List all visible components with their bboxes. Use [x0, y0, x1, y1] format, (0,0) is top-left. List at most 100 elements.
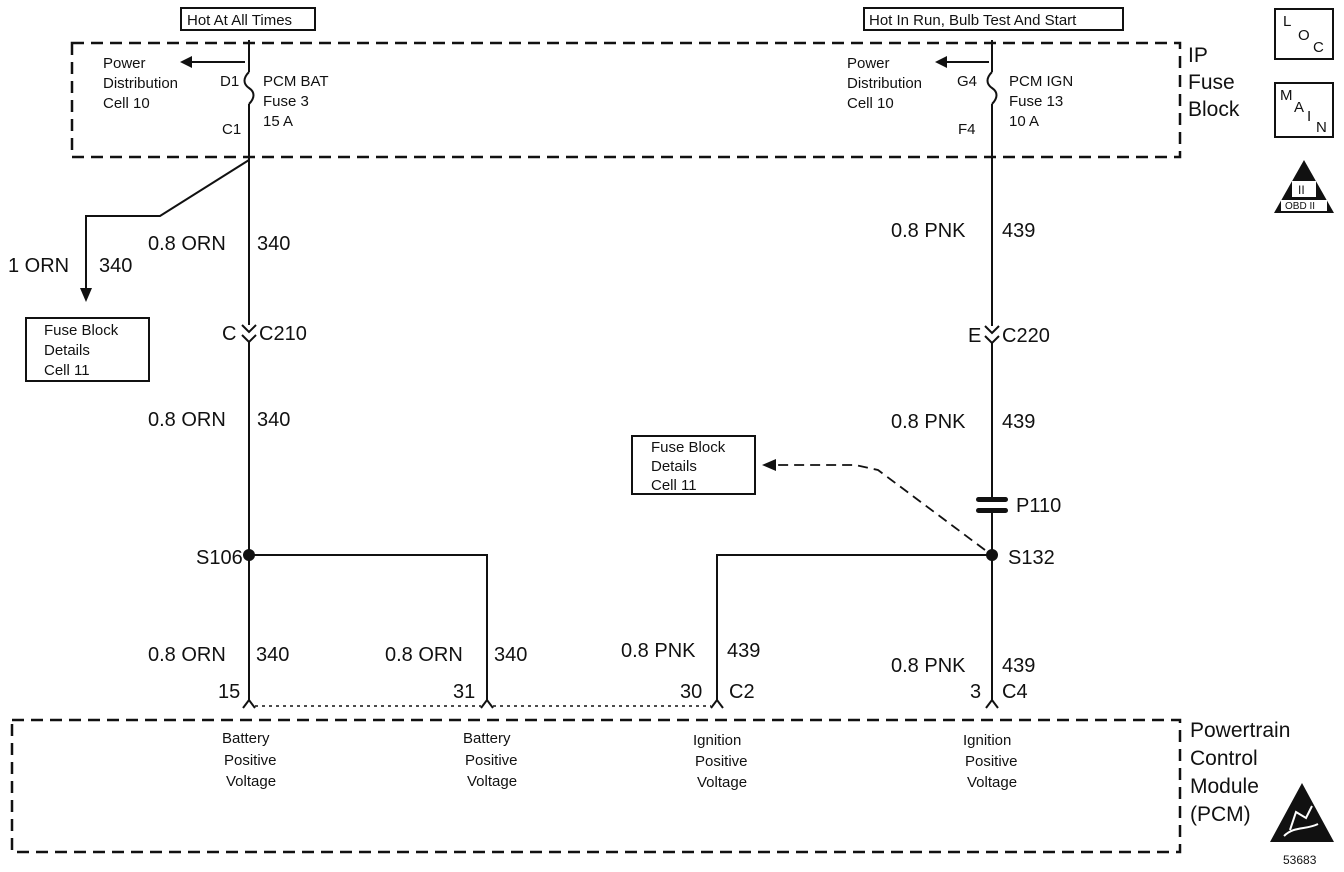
svg-text:Fuse: Fuse: [1188, 71, 1235, 94]
svg-text:Battery: Battery: [222, 730, 270, 747]
connector-label: C2: [729, 681, 755, 703]
connector-c210: C C210: [222, 323, 307, 345]
wire-color-label: 0.8 ORN: [148, 233, 226, 255]
svg-text:OBD II: OBD II: [1285, 201, 1315, 212]
svg-text:D1: D1: [220, 73, 239, 90]
ip-fuse-block-name: IP Fuse Block: [1188, 44, 1240, 121]
svg-text:Voltage: Voltage: [967, 774, 1017, 791]
svg-text:L: L: [1283, 13, 1291, 30]
splice-label: S106: [196, 547, 243, 569]
pin-number: 3: [970, 681, 981, 703]
pin-number: 15: [218, 681, 240, 703]
svg-text:Details: Details: [44, 342, 90, 359]
pcm-outline: [10, 718, 1182, 854]
obd-ii-icon: II OBD II: [1274, 160, 1334, 213]
pcm-terminals: [242, 698, 999, 709]
arrow-left-icon: [762, 459, 776, 471]
svg-text:Fuse 3: Fuse 3: [263, 93, 309, 110]
ip-fuse-block-outline: [70, 41, 1182, 159]
svg-text:(PCM): (PCM): [1190, 803, 1251, 826]
svg-text:C: C: [1313, 39, 1324, 56]
figure-number: 53683: [1283, 853, 1317, 867]
branch-wire: [80, 159, 250, 302]
svg-text:C: C: [222, 323, 236, 345]
svg-text:C220: C220: [1002, 325, 1050, 347]
connector-c220: E C220: [968, 325, 1050, 347]
svg-text:IP: IP: [1188, 44, 1208, 67]
svg-text:C1: C1: [222, 121, 241, 138]
svg-text:N: N: [1316, 119, 1327, 136]
svg-text:E: E: [968, 325, 981, 347]
svg-text:Positive: Positive: [965, 753, 1018, 770]
svg-text:Positive: Positive: [465, 752, 518, 769]
circuit-number-label: 340: [494, 644, 527, 666]
svg-text:Distribution: Distribution: [103, 75, 178, 92]
hot-at-all-times-label: Hot At All Times: [180, 7, 316, 31]
svg-text:Control: Control: [1190, 747, 1258, 770]
svg-text:Cell 11: Cell 11: [44, 362, 90, 379]
pcm-input-ignition-2: Ignition Positive Voltage: [963, 732, 1018, 791]
svg-text:I: I: [1307, 108, 1311, 125]
fuse-icon: [243, 71, 255, 105]
pcm-input-battery-1: Battery Positive Voltage: [222, 730, 277, 790]
s106-branch-wire: [249, 554, 488, 700]
svg-text:Distribution: Distribution: [847, 75, 922, 92]
svg-text:Voltage: Voltage: [697, 774, 747, 791]
svg-text:II: II: [1298, 183, 1305, 197]
svg-text:Positive: Positive: [695, 753, 748, 770]
pcm-input-ignition-1: Ignition Positive Voltage: [693, 732, 748, 791]
svg-text:Cell 10: Cell 10: [103, 95, 150, 112]
svg-text:Positive: Positive: [224, 752, 277, 769]
circuit-number-label: 439: [1002, 220, 1035, 242]
svg-text:Power: Power: [103, 55, 146, 72]
svg-text:Fuse Block: Fuse Block: [44, 322, 119, 339]
svg-text:Ignition: Ignition: [693, 732, 741, 749]
pin-number: 31: [453, 681, 475, 703]
wire-color-label: 0.8 ORN: [148, 644, 226, 666]
svg-text:M: M: [1280, 87, 1293, 104]
svg-text:A: A: [1294, 99, 1304, 116]
arrow-left-icon: [180, 56, 192, 68]
svg-text:Details: Details: [651, 458, 697, 475]
circuit-number-label: 439: [1002, 655, 1035, 677]
circuit-number-label: 340: [257, 409, 290, 431]
arrow-left-icon: [935, 56, 947, 68]
wire-color-label: 0.8 PNK: [891, 411, 966, 433]
wire-color-label: 0.8 ORN: [148, 409, 226, 431]
svg-text:PCM BAT: PCM BAT: [263, 73, 329, 90]
svg-text:Block: Block: [1188, 98, 1240, 121]
svg-text:F4: F4: [958, 121, 976, 138]
svg-text:C210: C210: [259, 323, 307, 345]
svg-text:Fuse Block: Fuse Block: [651, 439, 726, 456]
wire-color-label: 0.8 PNK: [891, 220, 966, 242]
pcm-bat-fuse: D1 C1 PCM BAT Fuse 3 15 A: [220, 71, 329, 138]
svg-text:Battery: Battery: [463, 730, 511, 747]
circuit-number-label: 340: [256, 644, 289, 666]
pass-through-p110: P110: [976, 495, 1061, 517]
wire-color-label: 0.8 PNK: [621, 640, 696, 662]
circuit-number-label: 340: [257, 233, 290, 255]
svg-text:Power: Power: [847, 55, 890, 72]
loc-icon: L O C: [1274, 8, 1334, 60]
wire-color-label: 0.8 PNK: [891, 655, 966, 677]
svg-text:G4: G4: [957, 73, 977, 90]
left-power-distribution-ref: Power Distribution Cell 10: [103, 55, 245, 112]
svg-text:15 A: 15 A: [263, 113, 293, 130]
circuit-number-label: 340: [99, 255, 132, 277]
svg-text:P110: P110: [1016, 495, 1061, 517]
pcm-name: Powertrain Control Module (PCM): [1190, 719, 1290, 826]
svg-text:10 A: 10 A: [1009, 113, 1039, 130]
main-icon: M A I N: [1274, 82, 1334, 138]
svg-text:Fuse 13: Fuse 13: [1009, 93, 1063, 110]
wire-color-label: 1 ORN: [8, 255, 69, 277]
pin-number: 30: [680, 681, 702, 703]
svg-text:O: O: [1298, 27, 1310, 44]
svg-text:Powertrain: Powertrain: [1190, 719, 1290, 742]
svg-text:PCM IGN: PCM IGN: [1009, 73, 1073, 90]
connector-label: C4: [1002, 681, 1028, 703]
svg-text:Hot At All Times: Hot At All Times: [187, 12, 292, 29]
pcm-input-battery-2: Battery Positive Voltage: [463, 730, 518, 790]
fuse-block-details-ref-right: Fuse Block Details Cell 11: [631, 435, 986, 551]
fuse-block-details-ref: Fuse Block Details Cell 11: [25, 317, 150, 382]
